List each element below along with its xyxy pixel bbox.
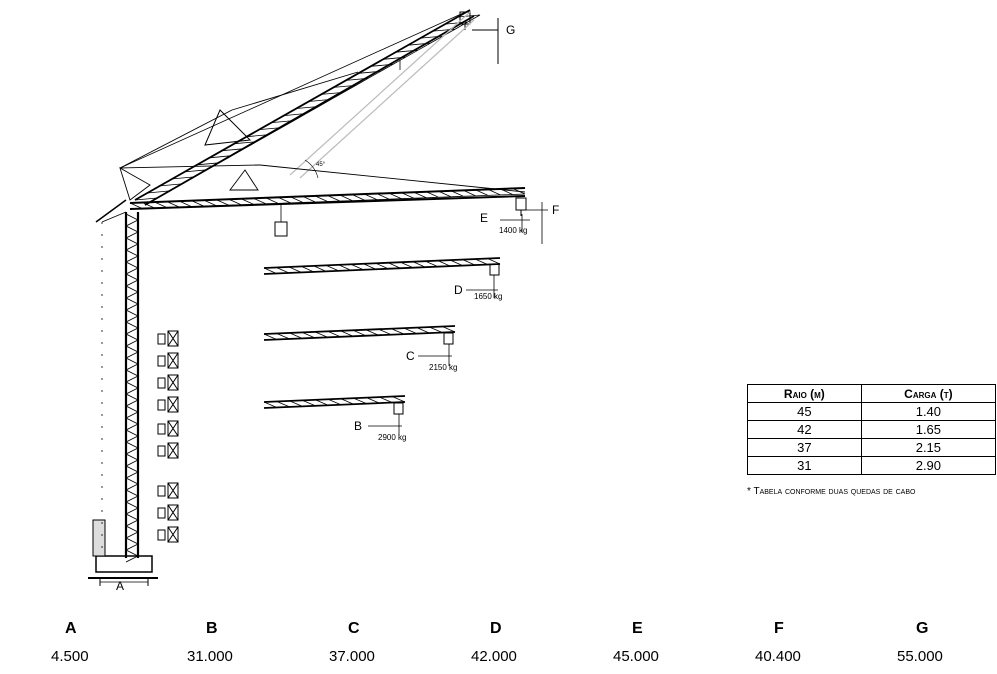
dimension-value: 4.500 xyxy=(51,648,89,665)
marker-c: C xyxy=(406,349,415,363)
dimension-letter: F xyxy=(774,620,784,637)
jib-b xyxy=(263,395,406,436)
table-row: 45 1.40 xyxy=(747,402,997,421)
dimension-value: 55.000 xyxy=(897,648,943,665)
dimension-letter: A xyxy=(65,620,77,637)
table-cell: 37 xyxy=(747,438,862,457)
mast-sections xyxy=(157,330,179,543)
mast-section-icon xyxy=(157,420,179,437)
dimension-value: 37.000 xyxy=(329,648,375,665)
luffed-jib xyxy=(119,9,481,206)
table-header-radius: Raio (m) xyxy=(747,384,862,403)
marker-e: E xyxy=(480,211,488,225)
load-table: Raio (m) Carga (t) 45 1.40 42 1.65 37 2.… xyxy=(747,384,997,475)
dimension-value: 45.000 xyxy=(613,648,659,665)
dimension-letter: D xyxy=(490,620,502,637)
mast-section-icon xyxy=(157,374,179,391)
marker-b: B xyxy=(354,419,362,433)
jib-45-degree-ghost xyxy=(289,11,475,179)
dimension-letter: E xyxy=(632,620,643,637)
load-e: 1400 kg xyxy=(499,226,527,235)
table-cell: 1.65 xyxy=(860,420,997,439)
dimension-value: 42.000 xyxy=(471,648,517,665)
jib-d xyxy=(263,257,501,298)
mast-section-icon xyxy=(157,330,179,347)
table-cell: 1.40 xyxy=(860,402,997,421)
marker-a: A xyxy=(116,579,124,593)
dimension-value: 31.000 xyxy=(187,648,233,665)
marker-d: D xyxy=(454,283,463,297)
mast-section-icon xyxy=(157,526,179,543)
table-row: 37 2.15 xyxy=(747,438,997,457)
horizontal-jib xyxy=(95,164,548,244)
table-note: * Tabela conforme duas quedas de cabo xyxy=(747,486,916,497)
table-cell: 31 xyxy=(747,456,862,475)
table-row: 31 2.90 xyxy=(747,456,997,475)
table-cell: 45 xyxy=(747,402,862,421)
mast-section-icon xyxy=(157,396,179,413)
angle-label: 45° xyxy=(316,162,326,168)
crane-base xyxy=(88,519,158,586)
crane-mast xyxy=(101,211,140,563)
crane-diagram: A 45° G xyxy=(88,9,559,593)
table-header-row: Raio (m) Carga (t) xyxy=(747,384,997,403)
marker-g-dimension xyxy=(472,18,499,64)
marker-f: F xyxy=(552,203,559,217)
table-cell: 42 xyxy=(747,420,862,439)
load-d: 1650 kg xyxy=(474,292,502,301)
jib-c xyxy=(263,325,456,366)
dimension-value: 40.400 xyxy=(755,648,801,665)
table-cell: 2.90 xyxy=(860,456,997,475)
table-header-load: Carga (t) xyxy=(860,384,997,403)
dimension-letter: C xyxy=(348,620,360,637)
dimension-letter: G xyxy=(916,620,929,637)
mast-section-icon xyxy=(157,352,179,369)
mast-section-icon xyxy=(157,504,179,521)
table-row: 42 1.65 xyxy=(747,420,997,439)
load-c: 2150 kg xyxy=(429,363,457,372)
mast-section-icon xyxy=(157,482,179,499)
load-b: 2900 kg xyxy=(378,433,406,442)
table-cell: 2.15 xyxy=(860,438,997,457)
dimension-letter: B xyxy=(206,620,218,637)
mast-section-icon xyxy=(157,442,179,459)
marker-g: G xyxy=(506,23,515,37)
